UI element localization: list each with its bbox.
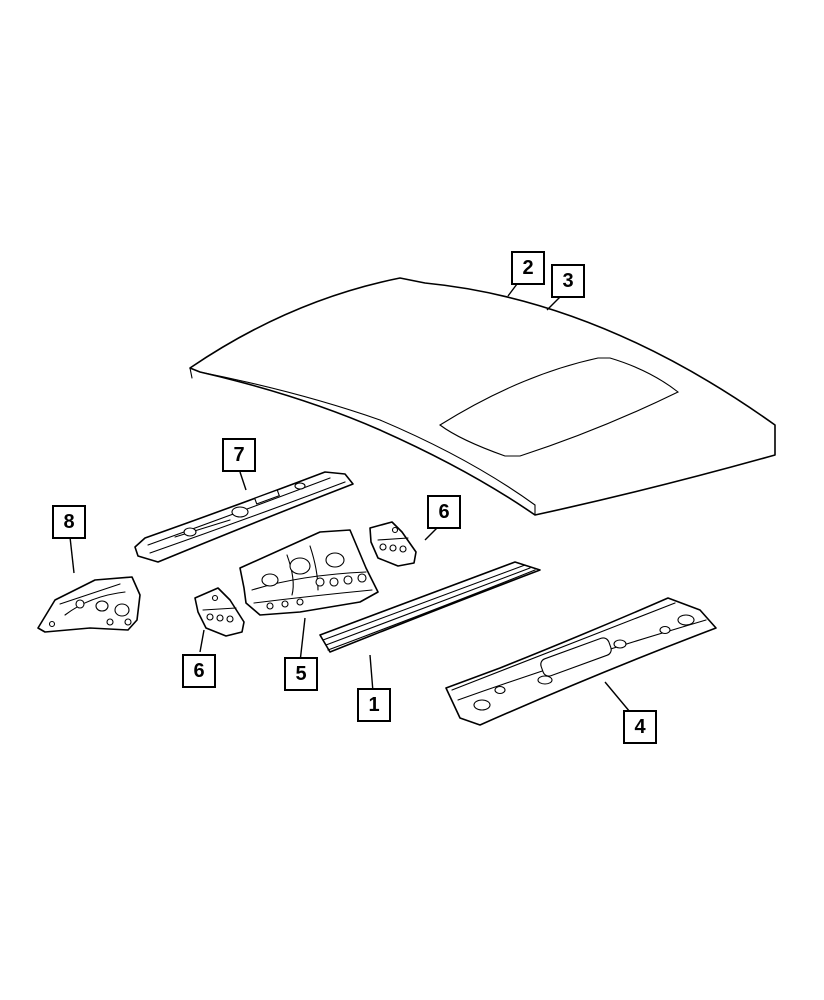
callout-6-right: 6 — [427, 495, 461, 529]
callout-4: 4 — [623, 710, 657, 744]
roof-bracket-right — [369, 521, 417, 567]
front-roof-header — [134, 471, 354, 563]
roof-panel — [189, 277, 776, 516]
callout-5: 5 — [284, 657, 318, 691]
roof-bow — [239, 529, 379, 616]
callout-6-left: 6 — [182, 654, 216, 688]
roof-rail — [319, 561, 541, 653]
callout-8: 8 — [52, 505, 86, 539]
rear-roof-header — [445, 597, 717, 726]
roof-bracket-left — [194, 587, 245, 637]
side-header-bracket — [37, 576, 141, 633]
sunroof-opening — [439, 357, 680, 457]
callout-1: 1 — [357, 688, 391, 722]
rear-header-opening — [540, 637, 612, 677]
callout-3: 3 — [551, 264, 585, 298]
callout-7: 7 — [222, 438, 256, 472]
callout-2: 2 — [511, 251, 545, 285]
